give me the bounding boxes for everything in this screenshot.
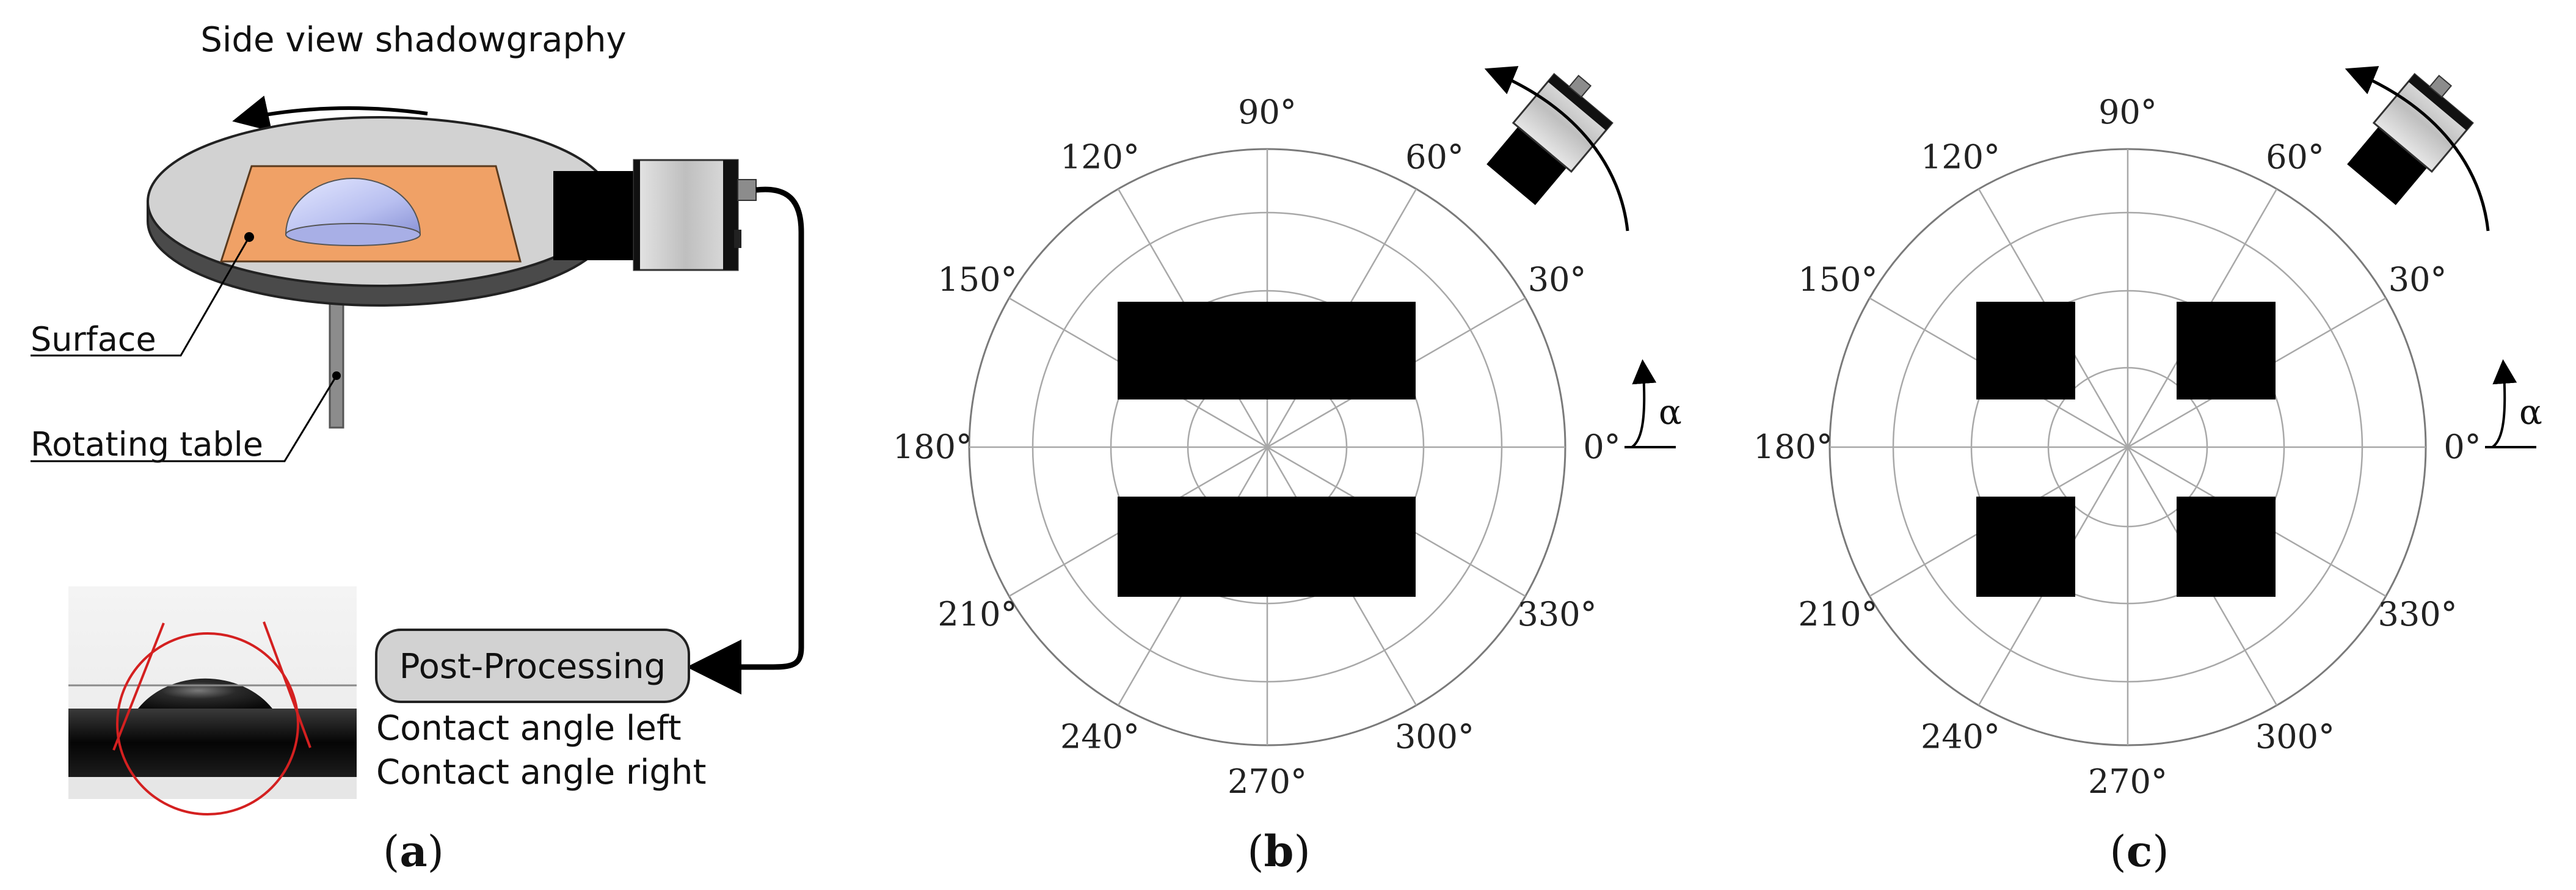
alpha-symbol-c: α	[2519, 393, 2542, 432]
data-cable	[686, 186, 804, 695]
orbit-arrow-c	[2345, 66, 2490, 232]
alpha-arc-c	[2491, 359, 2517, 448]
table-label: Rotating table	[31, 425, 263, 464]
fitted-circle	[116, 632, 299, 815]
angle-label: 270°	[1228, 762, 1307, 801]
angle-label: 120°	[1060, 137, 1140, 176]
angle-label: 270°	[2088, 762, 2167, 801]
surface-label: Surface	[31, 320, 156, 359]
angle-label: 30°	[2389, 260, 2447, 299]
pattern-square-top-right	[2177, 302, 2276, 399]
angle-label: 150°	[937, 260, 1017, 299]
panel-a-title: Side view shadowgraphy	[200, 20, 626, 60]
table-stand	[329, 298, 344, 429]
tilted-camera-icon-b	[1486, 73, 1614, 205]
droplet-icon	[285, 178, 421, 246]
angle-label: 330°	[1518, 595, 1597, 633]
table-leader-line	[31, 375, 338, 462]
caption-a: (a)	[383, 826, 444, 877]
shadowgraph-image	[68, 586, 357, 815]
pattern-rectangle-bottom	[1118, 497, 1416, 597]
panel-a: Side view shadowgraphy Surface Rotating …	[31, 20, 804, 877]
alpha-arc-b	[1631, 359, 1657, 448]
angle-label: 180°	[893, 428, 972, 466]
post-processing-label: Post-Processing	[399, 647, 666, 687]
angle-label: 90°	[2098, 93, 2157, 131]
angle-label: 210°	[1798, 595, 1877, 633]
pattern-square-bottom-right	[2177, 497, 2276, 597]
angle-label: 30°	[1528, 260, 1587, 299]
tilted-camera-icon-c	[2347, 73, 2474, 205]
angle-label: 300°	[2255, 718, 2335, 756]
angle-label: 0°	[1583, 428, 1620, 466]
angle-label: 240°	[1060, 718, 1140, 756]
alpha-symbol-b: α	[1659, 393, 1682, 432]
angle-label: 120°	[1921, 137, 2000, 176]
rotation-arrow-icon	[232, 95, 428, 132]
caption-b: (b)	[1247, 826, 1311, 877]
tangent-left	[112, 622, 165, 751]
output-right-label: Contact angle right	[376, 753, 706, 792]
angle-label: 150°	[1798, 260, 1877, 299]
camera-icon	[553, 159, 757, 271]
angle-label: 0°	[2443, 428, 2481, 466]
polar-grid-b: 0° 30° 60° 90° 120° 150° 180° 210° 240° 270° 300° 3…	[893, 93, 1621, 801]
panel-c: 0° 30° 60° 90° 120° 150° 180° 210° 240° 270° 300° 3…	[1753, 66, 2542, 877]
angle-label: 210°	[937, 595, 1017, 633]
pattern-square-top-left	[1976, 302, 2075, 399]
pattern-rectangle-top	[1118, 302, 1416, 399]
angle-label: 300°	[1395, 718, 1474, 756]
post-processing-box	[375, 629, 690, 703]
angle-label: 180°	[1753, 428, 1833, 466]
orbit-arrow-b	[1484, 66, 1629, 232]
tangent-right	[263, 621, 311, 748]
angle-label: 240°	[1921, 718, 2000, 756]
surface-leader-line	[31, 236, 250, 357]
angle-label: 90°	[1238, 93, 1297, 131]
output-left-label: Contact angle left	[376, 709, 682, 748]
pattern-square-bottom-left	[1976, 497, 2075, 597]
angle-label: 60°	[1405, 137, 1464, 176]
panel-b: 0° 30° 60° 90° 120° 150° 180° 210° 240° 270° 300° 3…	[893, 66, 1682, 877]
angle-label: 60°	[2266, 137, 2324, 176]
caption-c: (c)	[2109, 826, 2169, 877]
angle-label: 330°	[2378, 595, 2458, 633]
polar-grid-c: 0° 30° 60° 90° 120° 150° 180° 210° 240° 270° 300° 3…	[1753, 93, 2481, 801]
